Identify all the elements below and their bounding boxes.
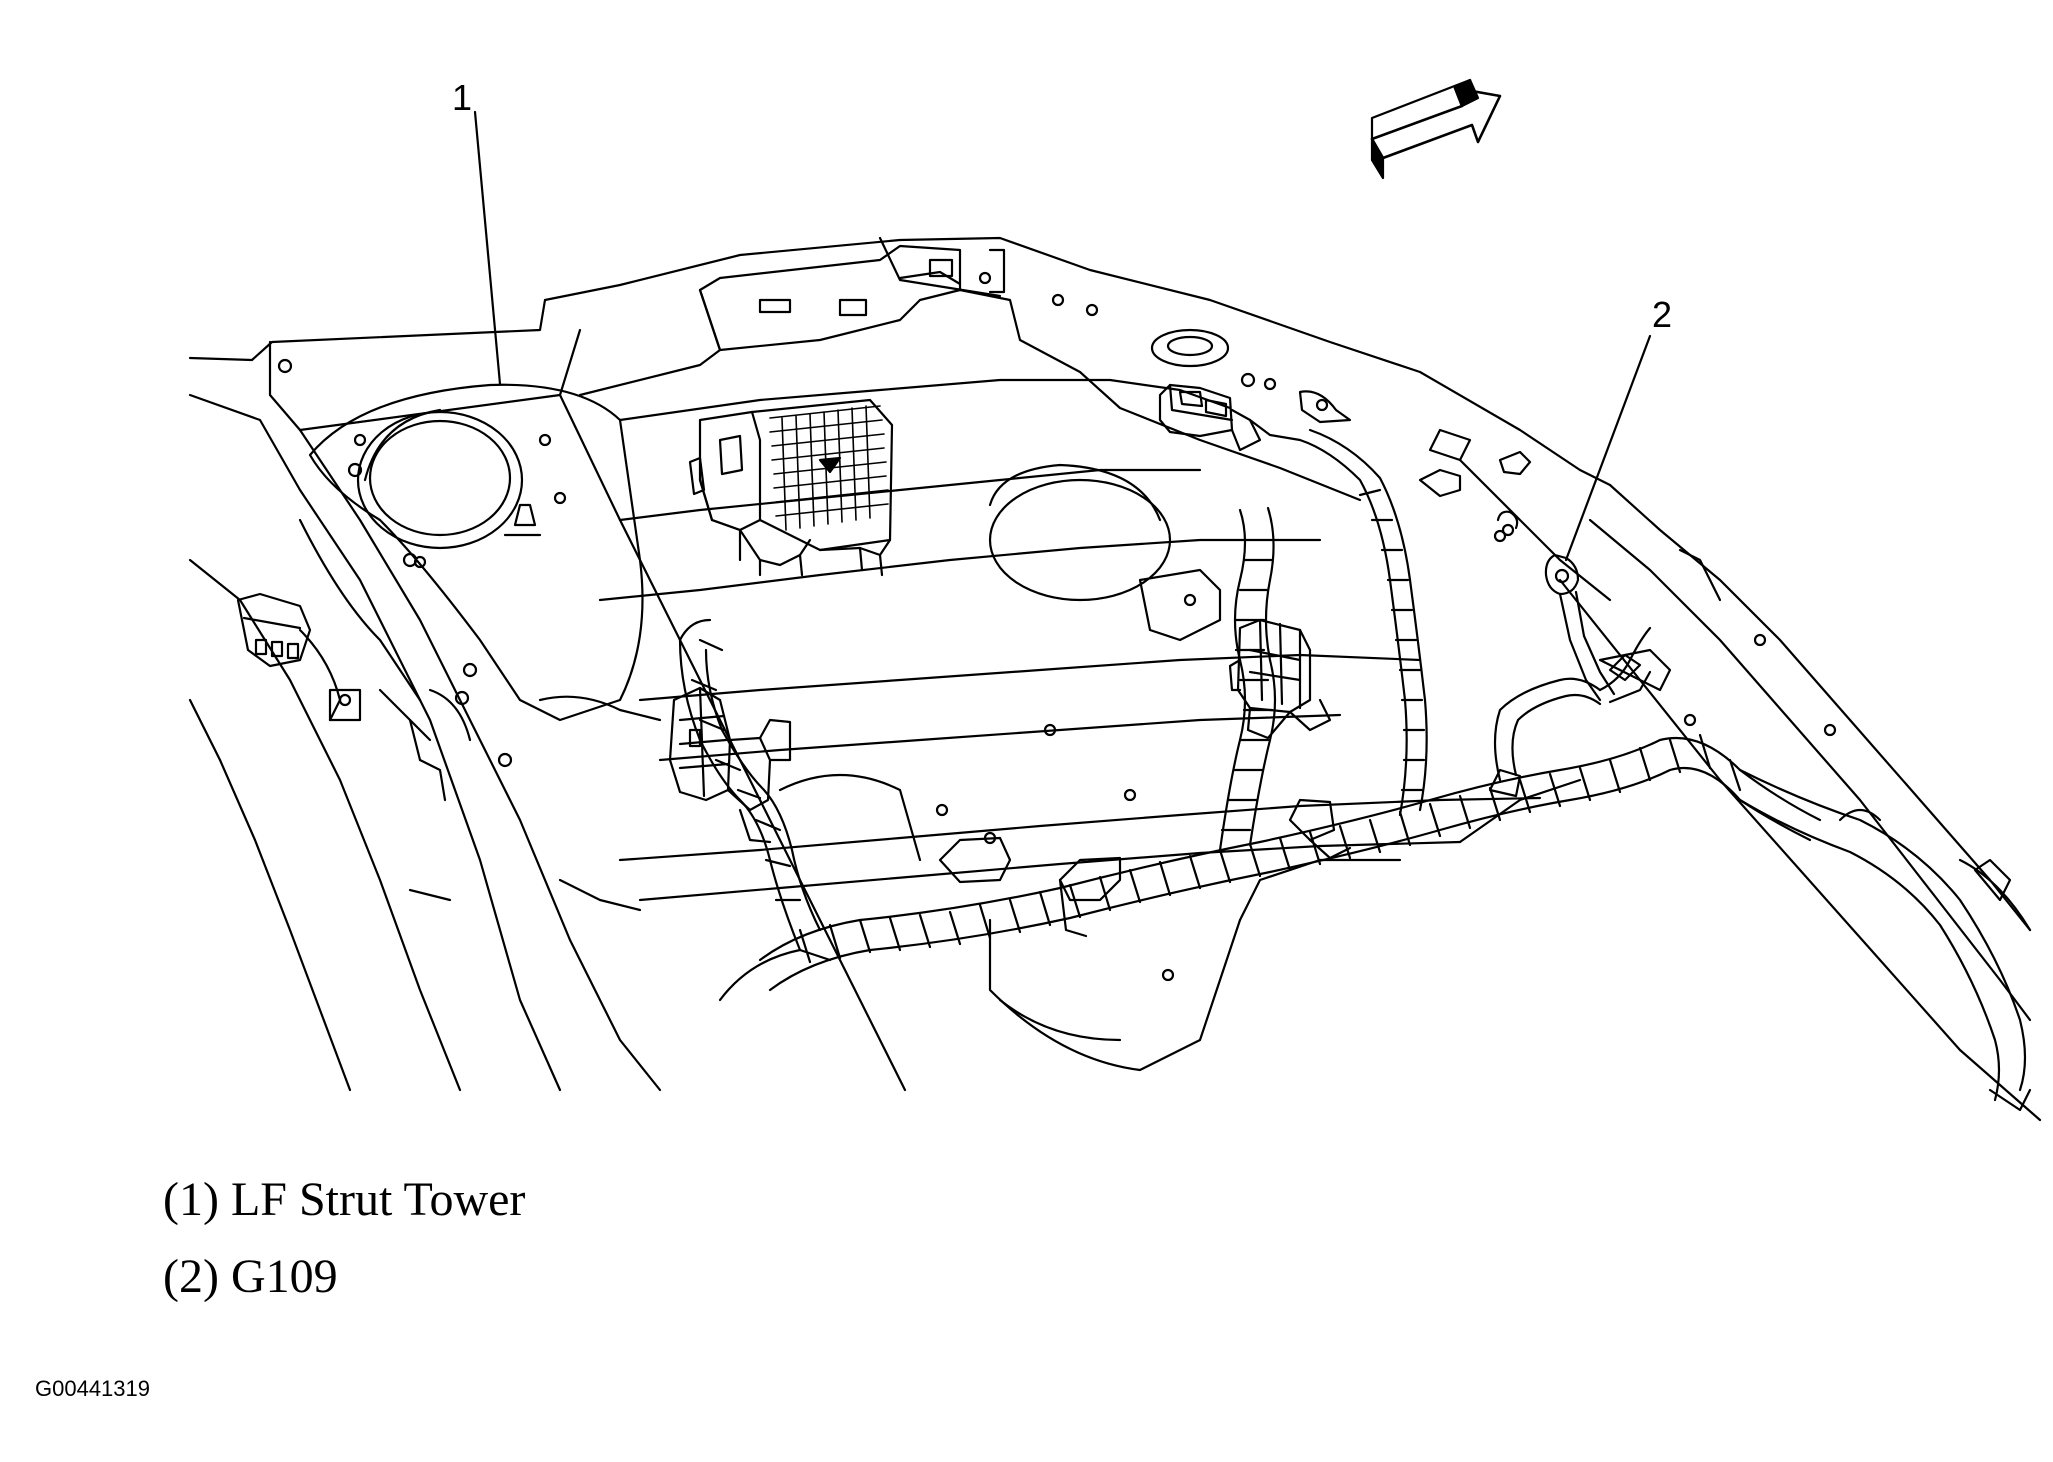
connector-center — [1228, 618, 1332, 740]
legend-item-2: (2) G109 — [163, 1250, 338, 1303]
lf-strut-tower — [298, 383, 662, 722]
callout-number-1: 1 — [452, 77, 473, 118]
callout-number-2: 2 — [1652, 294, 1673, 335]
figure-id: G00441319 — [35, 1376, 150, 1401]
connector-fender-left — [236, 592, 472, 802]
connector-left — [668, 686, 792, 844]
callout-1-leader — [473, 110, 502, 386]
forward-arrow-icon — [1370, 78, 1502, 180]
legend-item-1: (1) LF Strut Tower — [163, 1173, 526, 1226]
callout-2-leader — [1564, 334, 1652, 562]
wiring-harness — [678, 428, 2032, 1112]
connector-upper-right — [1158, 383, 1302, 452]
connector-block-upper — [688, 398, 894, 577]
g109-ground — [1496, 510, 1672, 704]
